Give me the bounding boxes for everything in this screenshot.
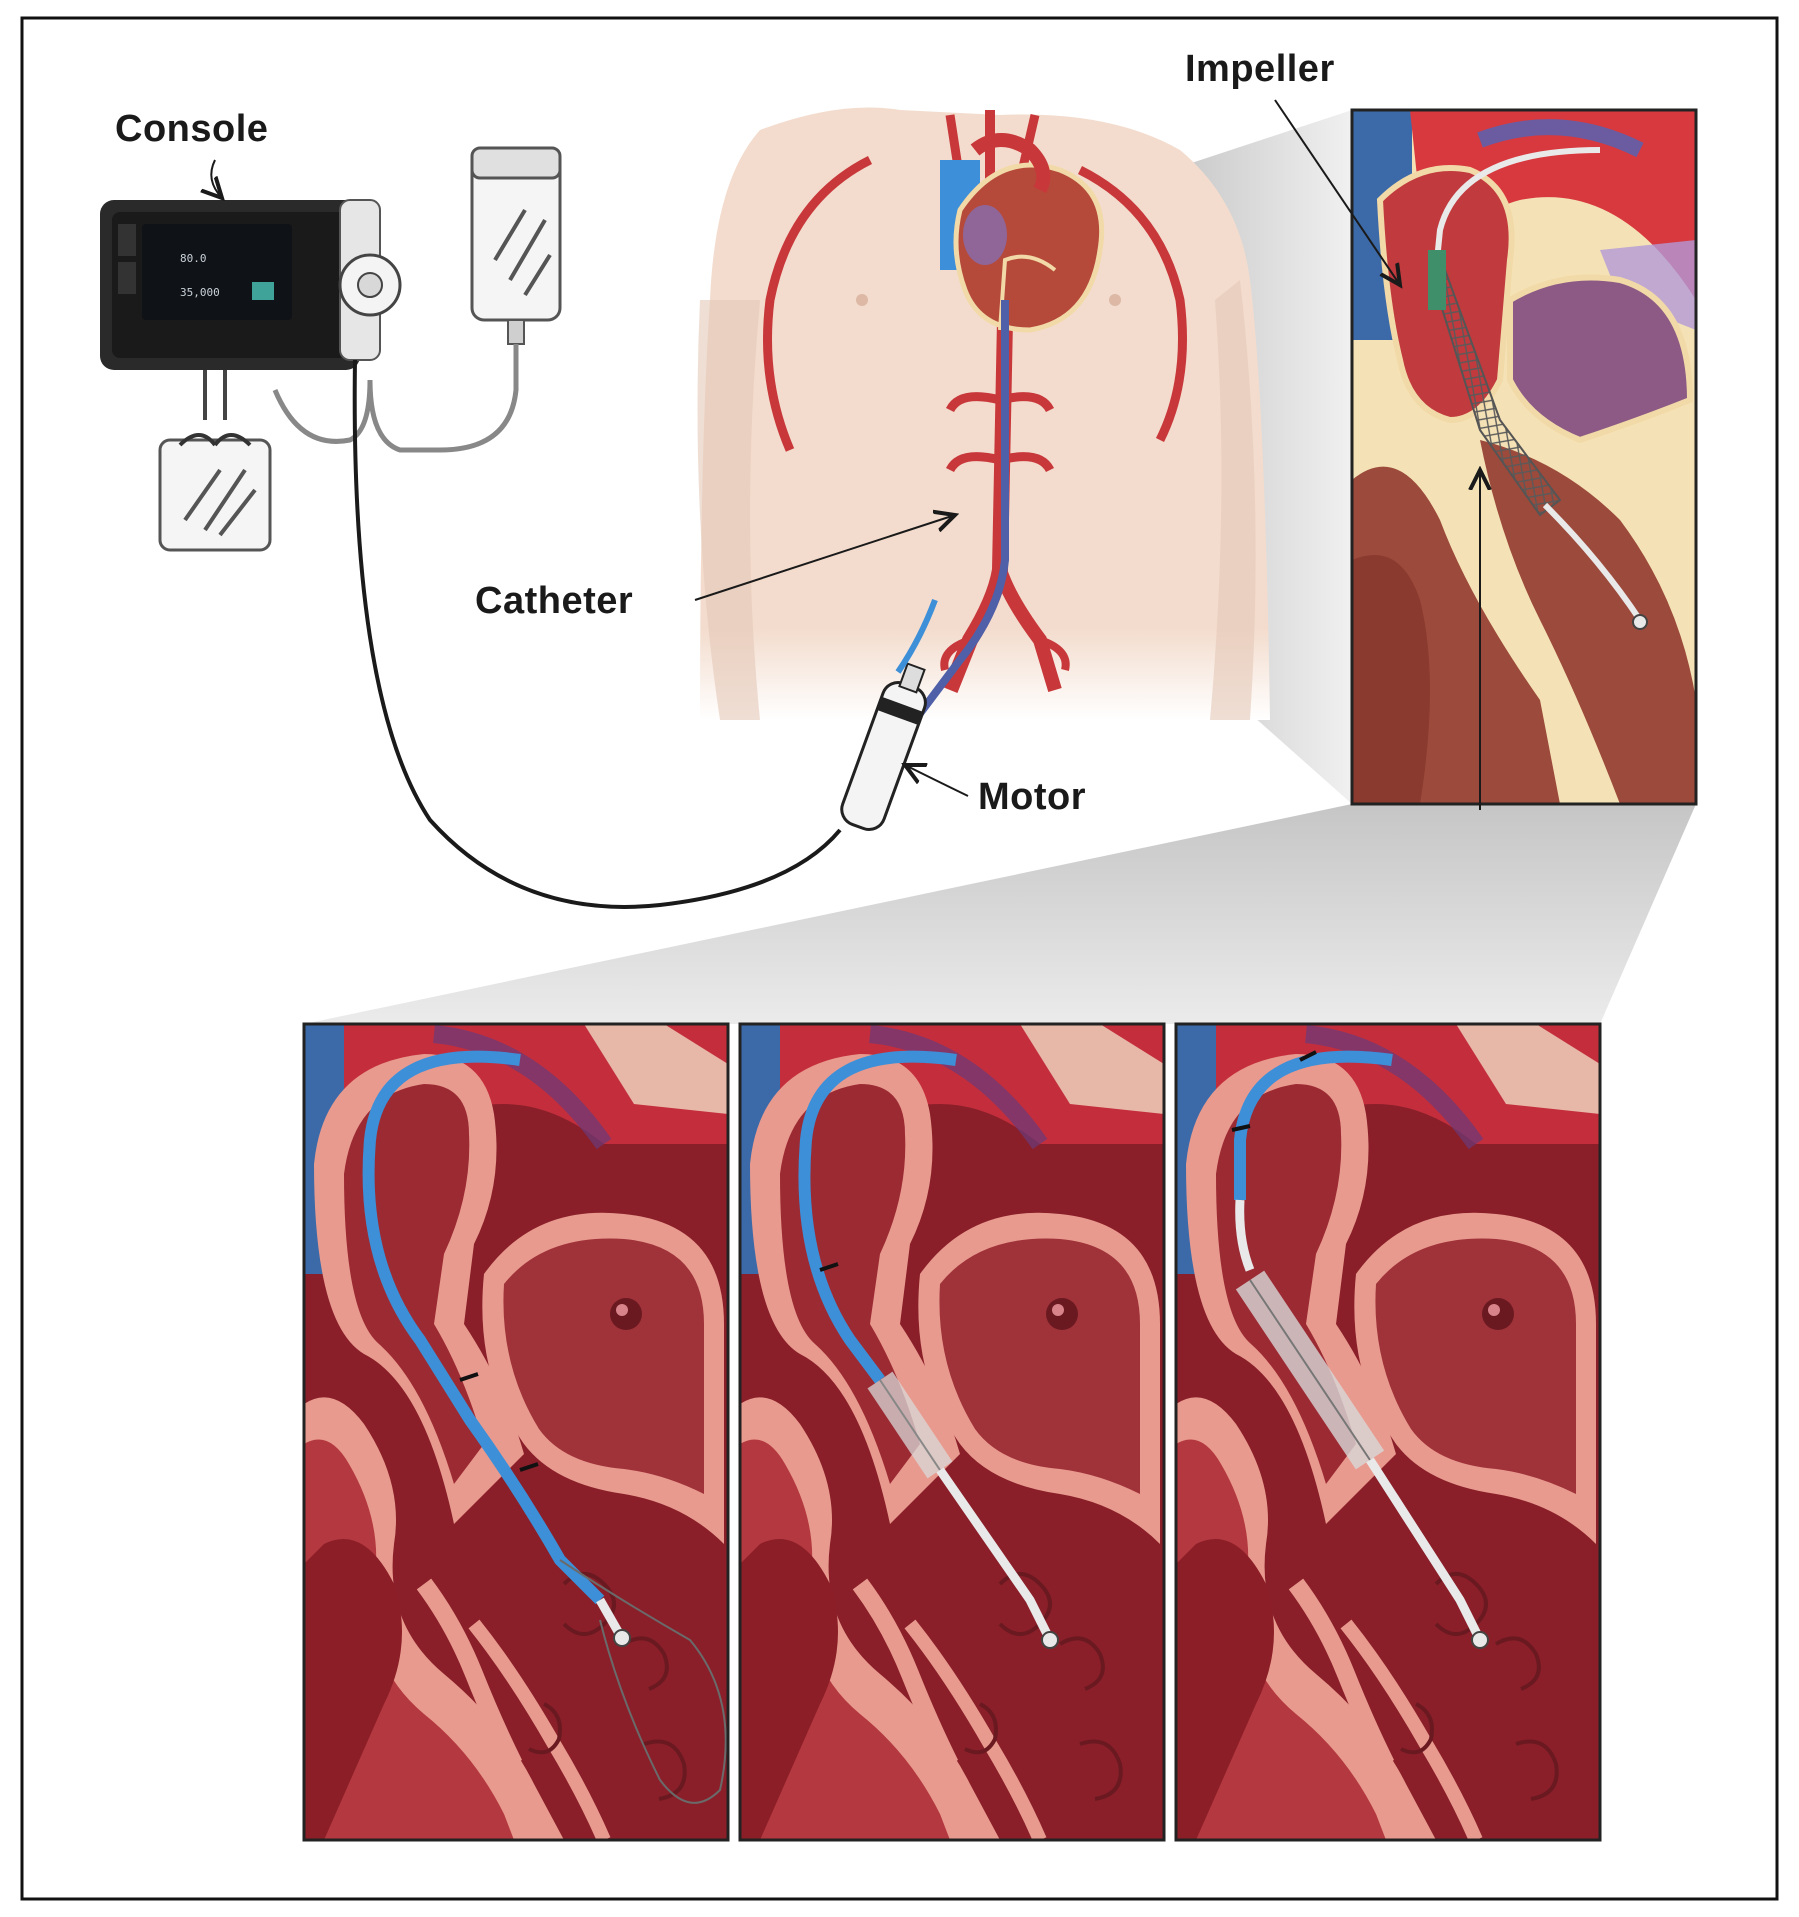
deployment-panels xyxy=(302,1022,1602,1842)
impeller-leader xyxy=(1274,99,1400,285)
saline-bag xyxy=(470,146,562,345)
catheter-label: Catheter xyxy=(475,580,634,622)
impeller-pump xyxy=(1428,250,1648,630)
impeller-zoom-inset xyxy=(1350,108,1698,806)
console-label: Console xyxy=(115,108,269,150)
console-leader xyxy=(211,159,222,198)
console-device: 80.0 35,000 xyxy=(100,199,402,552)
torso-illustration xyxy=(697,107,1270,723)
catheter-leader xyxy=(694,515,955,601)
panel-1 xyxy=(302,1022,730,1842)
console-screen-line2: 35,000 xyxy=(180,286,220,299)
impeller-label: Impeller xyxy=(1185,48,1335,90)
heart-illustration xyxy=(940,133,1105,333)
motor-leader xyxy=(905,765,969,797)
panel-2 xyxy=(738,1022,1166,1842)
console-screen-line1: 80.0 xyxy=(180,252,207,265)
motor-label: Motor xyxy=(978,776,1087,818)
panel-3 xyxy=(1174,1022,1602,1842)
